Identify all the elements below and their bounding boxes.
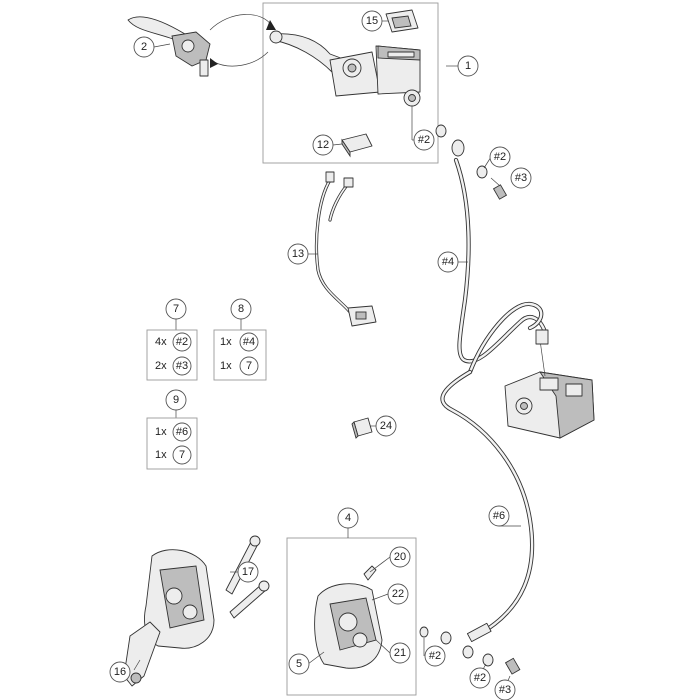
brake-hose-lower: [440, 369, 535, 643]
callout-17-label: 17: [242, 566, 254, 578]
callout-hash2-d-label: #2: [474, 672, 486, 684]
callout-24-label: 24: [380, 420, 392, 432]
callout-13-label: 13: [292, 248, 304, 260]
kit-9-frame: [146, 417, 198, 470]
callout-5-label: 5: [296, 658, 302, 670]
kit-8: 8 1x #4 1x 7: [213, 298, 267, 381]
callout-16-label: 16: [114, 666, 126, 678]
kit-8-row-1-qty: 1x: [220, 336, 232, 348]
callout-24: 24: [375, 415, 397, 437]
brake-pad-plate-part: [341, 133, 373, 158]
master-cylinder-part: [269, 30, 421, 107]
callout-8: 8: [230, 298, 252, 320]
kit-8-row-2-qty: 1x: [220, 360, 232, 372]
callout-hash3-b: #3: [494, 679, 516, 700]
kit-7-row-1-ref: #2: [172, 332, 192, 352]
callout-7-a: 7: [165, 298, 187, 320]
kit-8-row-2-ref-label: 7: [246, 360, 252, 372]
callout-hash4: #4: [437, 251, 459, 273]
kit-7-row-2-qty: 2x: [155, 360, 167, 372]
callout-9: 9: [165, 389, 187, 411]
banjo-washers-upper: [435, 124, 508, 200]
kit-9-row-1-qty: 1x: [155, 426, 167, 438]
callout-hash3-a-label: #3: [515, 172, 527, 184]
leader-lines: [133, 20, 521, 691]
brake-caliper-part: [314, 565, 452, 669]
callout-20: 20: [389, 546, 411, 568]
callout-hash2-b: #2: [489, 146, 511, 168]
banjo-washers-lower: [462, 645, 521, 675]
callout-4-label: 4: [345, 512, 351, 524]
callout-22-label: 22: [392, 588, 404, 600]
callout-12-label: 12: [317, 139, 329, 151]
master-cylinder-assembly-frame: [262, 2, 439, 164]
callout-21-label: 21: [394, 647, 406, 659]
kit-7-row-1-qty: 4x: [155, 336, 167, 348]
callout-4: 4: [337, 507, 359, 529]
kit-9-row-2-ref-label: 7: [179, 449, 185, 461]
callout-hash3-b-label: #3: [499, 684, 511, 696]
kit-8-row-2-ref: 7: [239, 356, 259, 376]
kit-8-row-1-ref-label: #4: [243, 336, 255, 348]
caliper-carrier-part: [123, 549, 215, 687]
callout-2-label: 2: [141, 41, 147, 53]
brake-hose-upper: [453, 157, 548, 375]
callout-13: 13: [287, 243, 309, 265]
kit-8-row-1-ref: #4: [239, 332, 259, 352]
kit-9-row-1-ref-label: #6: [176, 426, 188, 438]
kit-7-row-1-ref-label: #2: [176, 336, 188, 348]
kit-9: 9 1x #6 1x 7: [146, 389, 198, 470]
callout-17: 17: [237, 561, 259, 583]
callout-hash2-a: #2: [413, 129, 435, 151]
callout-20-label: 20: [394, 551, 406, 563]
kit-9-row-2-qty: 1x: [155, 449, 167, 461]
callout-hash2-d: #2: [469, 667, 491, 689]
kit-7-frame: [146, 329, 198, 381]
callout-1-label: 1: [465, 60, 471, 72]
callout-1: 1: [457, 55, 479, 77]
callout-9-label: 9: [173, 394, 179, 406]
callout-2: 2: [133, 36, 155, 58]
callout-16: 16: [109, 661, 131, 683]
callout-hash6: #6: [488, 505, 510, 527]
callout-15-label: 15: [366, 15, 378, 27]
abs-hydraulic-unit: [504, 329, 595, 439]
sensor-cable-part: [314, 171, 377, 327]
hand-lever-part: [127, 16, 211, 77]
kit-7-row-2-ref-label: #3: [176, 360, 188, 372]
callout-hash2-b-label: #2: [494, 151, 506, 163]
callout-12: 12: [312, 134, 334, 156]
caliper-assembly-frame: [286, 537, 417, 696]
callout-5: 5: [288, 653, 310, 675]
swap-arrows: [209, 14, 276, 68]
callout-hash2-c: #2: [424, 645, 446, 667]
callout-hash2-a-label: #2: [418, 134, 430, 146]
kit-9-row-2-ref: 7: [172, 445, 192, 465]
kit-9-row-1-ref: #6: [172, 422, 192, 442]
kit-8-frame: [213, 329, 267, 381]
callout-hash4-label: #4: [442, 256, 454, 268]
clip-part: [351, 417, 373, 439]
kit-7: 7 4x #2 2x #3: [146, 298, 198, 381]
kit-7-row-2-ref: #3: [172, 356, 192, 376]
reservoir-cap-gasket-part: [385, 9, 419, 33]
callout-8-label: 8: [238, 303, 244, 315]
callout-7-a-label: 7: [173, 303, 179, 315]
callout-hash2-c-label: #2: [429, 650, 441, 662]
callout-22: 22: [387, 583, 409, 605]
callout-hash3-a: #3: [510, 167, 532, 189]
callout-hash6-label: #6: [493, 510, 505, 522]
callout-15: 15: [361, 10, 383, 32]
callout-21: 21: [389, 642, 411, 664]
